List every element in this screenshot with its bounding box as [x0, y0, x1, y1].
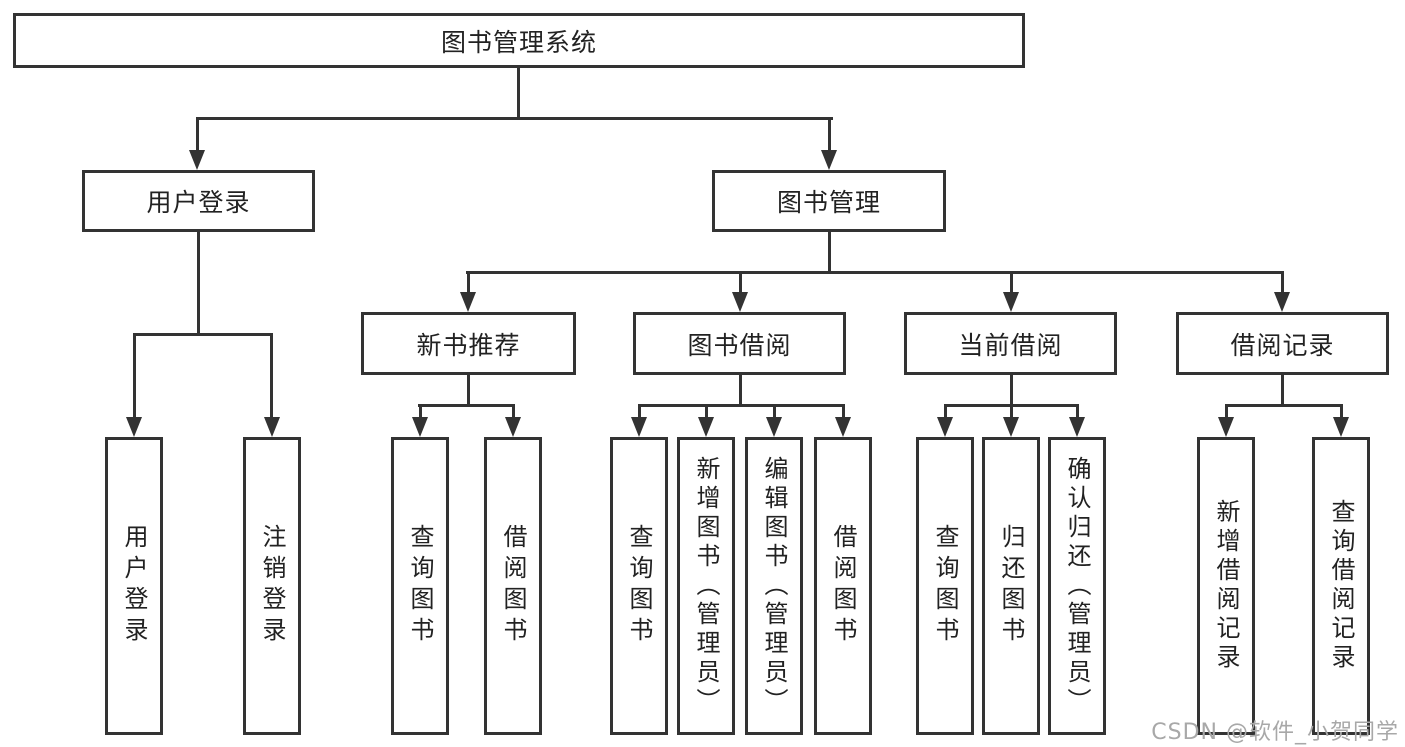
node-label: 归还图书: [997, 524, 1025, 648]
leaf-borrow-query-books: 查询图书: [610, 437, 668, 735]
connector-book-borrow-branch: [638, 404, 845, 407]
connector-arrow-shaft: [270, 334, 273, 419]
node-label: 编辑图书（管理员）: [760, 455, 788, 717]
node-current-borrow: 当前借阅: [904, 312, 1117, 375]
connector-borrow-records-stem: [1281, 375, 1284, 406]
leaf-return-books: 归还图书: [982, 437, 1040, 735]
arrow-down-icon: [1333, 417, 1349, 437]
connector-arrow-shaft: [739, 272, 742, 295]
arrow-down-icon: [505, 417, 521, 437]
connector-arrow-shaft: [1010, 272, 1013, 295]
leaf-user-login: 用户登录: [105, 437, 163, 735]
node-library-system: 图书管理系统: [13, 13, 1025, 68]
connector-arrow-shaft: [467, 272, 470, 295]
leaf-recommend-query-books: 查询图书: [391, 437, 449, 735]
node-label: 查询借阅记录: [1327, 499, 1355, 673]
arrow-down-icon: [126, 417, 142, 437]
node-label: 借阅图书: [499, 524, 527, 648]
connector-arrow-shaft: [1076, 405, 1079, 419]
connector-root-stem: [517, 68, 520, 120]
connector-current-borrow-stem: [1010, 375, 1013, 406]
connector-arrow-shaft: [944, 405, 947, 419]
connector-arrow-shaft: [773, 405, 776, 419]
arrow-down-icon: [631, 417, 647, 437]
arrow-down-icon: [1218, 417, 1234, 437]
arrow-down-icon: [766, 417, 782, 437]
node-label: 借阅图书: [829, 524, 857, 648]
arrow-down-icon: [412, 417, 428, 437]
leaf-confirm-return-admin: 确认归还（管理员）: [1048, 437, 1106, 735]
node-label: 新增图书（管理员）: [692, 455, 720, 717]
watermark: CSDN @软件_小贺同学: [1151, 720, 1399, 745]
leaf-current-query-books: 查询图书: [916, 437, 974, 735]
connector-root-branch: [196, 117, 833, 120]
arrow-down-icon: [698, 417, 714, 437]
arrow-down-icon: [264, 417, 280, 437]
node-label: 确认归还（管理员）: [1063, 455, 1091, 717]
connector-book-mgmt-stem: [828, 232, 831, 273]
node-label: 注销登录: [258, 524, 286, 648]
node-label: 用户登录: [120, 524, 148, 648]
arrow-down-icon: [821, 150, 837, 170]
connector-arrow-shaft: [1225, 405, 1228, 419]
connector-arrow-shaft: [1340, 405, 1343, 419]
node-label: 图书管理: [776, 188, 881, 217]
leaf-borrow-books: 借阅图书: [814, 437, 872, 735]
connector-user-login-stem: [197, 232, 200, 335]
node-label: 新增借阅记录: [1212, 499, 1240, 673]
node-borrow-records: 借阅记录: [1176, 312, 1389, 375]
connector-arrow-shaft: [705, 405, 708, 419]
leaf-edit-books-admin: 编辑图书（管理员）: [745, 437, 803, 735]
node-new-book-recommend: 新书推荐: [361, 312, 576, 375]
node-book-management: 图书管理: [712, 170, 946, 232]
node-label: 图书借阅: [687, 330, 792, 360]
arrow-down-icon: [1069, 417, 1085, 437]
arrow-down-icon: [189, 150, 205, 170]
arrow-down-icon: [835, 417, 851, 437]
connector-arrow-shaft: [133, 334, 136, 419]
node-label: 新书推荐: [416, 330, 521, 360]
arrow-down-icon: [1274, 292, 1290, 312]
node-user-login: 用户登录: [82, 170, 315, 232]
connector-arrow-shaft: [842, 405, 845, 419]
leaf-add-borrow-record: 新增借阅记录: [1197, 437, 1255, 735]
connector-arrow-shaft: [196, 118, 199, 154]
arrow-down-icon: [937, 417, 953, 437]
connector-book-mgmt-branch: [466, 271, 1284, 274]
node-label: 查询图书: [931, 524, 959, 648]
node-label: 图书管理系统: [440, 27, 597, 57]
connector-new-rec-branch: [418, 404, 515, 407]
arrow-down-icon: [1003, 292, 1019, 312]
leaf-logout: 注销登录: [243, 437, 301, 735]
node-label: 查询图书: [625, 524, 653, 648]
arrow-down-icon: [732, 292, 748, 312]
connector-book-borrow-stem: [739, 375, 742, 406]
node-label: 当前借阅: [958, 330, 1063, 360]
leaf-query-borrow-record: 查询借阅记录: [1312, 437, 1370, 735]
node-book-borrow: 图书借阅: [633, 312, 846, 375]
node-label: 借阅记录: [1230, 330, 1335, 360]
connector-arrow-shaft: [638, 405, 641, 419]
arrow-down-icon: [1003, 417, 1019, 437]
connector-arrow-shaft: [512, 405, 515, 419]
connector-borrow-records-branch: [1225, 404, 1343, 407]
connector-arrow-shaft: [419, 405, 422, 419]
node-label: 用户登录: [146, 188, 251, 217]
connector-arrow-shaft: [1281, 272, 1284, 295]
node-label: 查询图书: [406, 524, 434, 648]
arrow-down-icon: [460, 292, 476, 312]
leaf-add-books-admin: 新增图书（管理员）: [677, 437, 735, 735]
connector-user-login-branch: [133, 333, 273, 336]
leaf-recommend-borrow-books: 借阅图书: [484, 437, 542, 735]
connector-new-rec-stem: [467, 375, 470, 406]
connector-arrow-shaft: [828, 118, 831, 154]
connector-arrow-shaft: [1010, 405, 1013, 419]
